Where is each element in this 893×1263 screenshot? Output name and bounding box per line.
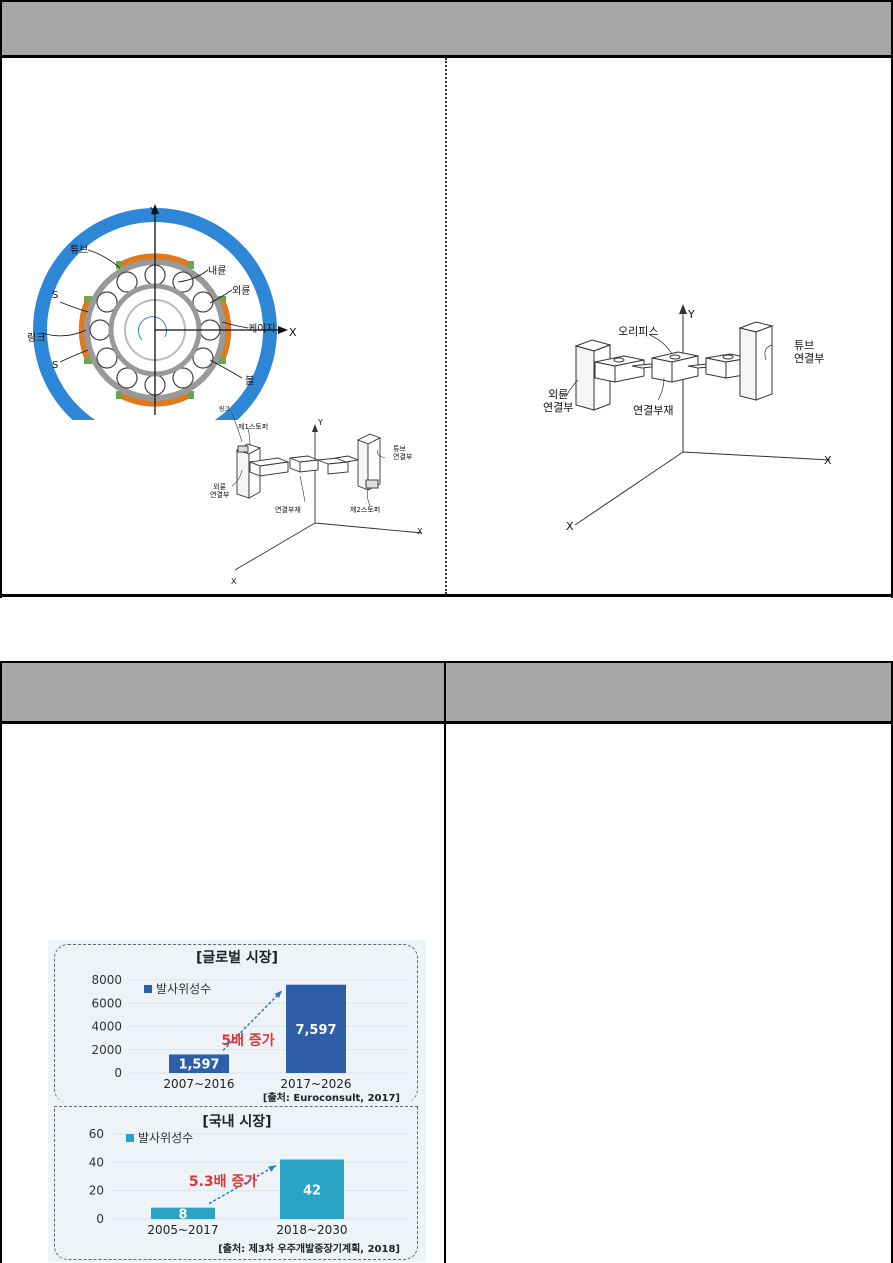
label-small-y: Y	[318, 418, 323, 427]
label-small-x-right: X	[417, 527, 423, 536]
x-tick-label: 2005~2017	[147, 1223, 218, 1237]
table1-top-border	[0, 0, 893, 2]
table1-right-border	[891, 0, 893, 598]
y-tick-label: 2000	[91, 1043, 122, 1057]
label-s-top: S	[52, 290, 59, 301]
global-market-box	[54, 944, 418, 1103]
table2-header-right	[446, 663, 891, 721]
table1-left-border	[0, 0, 2, 598]
label-large-orifice: 오리피스	[618, 325, 659, 338]
legend-label: 발사위성수	[138, 1131, 193, 1145]
y-tick-label: 20	[89, 1184, 104, 1198]
x-tick-label: 2017~2026	[280, 1077, 351, 1091]
bar-value-label: 1,597	[178, 1058, 219, 1073]
global-market-chart: [글로벌 시장] 8000 6000 4000 2000 0 발사위성수 1,597 2007~…	[91, 949, 408, 1104]
label-small-outer-connector: 외륜 연결부	[210, 483, 230, 499]
y-tick-label: 40	[89, 1155, 104, 1169]
growth-annotation: 5.3배 증가	[189, 1174, 257, 1190]
chart-source: [출처: 제3차 우주개발중장기계획, 2018]	[218, 1242, 400, 1255]
y-tick-label: 0	[114, 1066, 122, 1080]
chart-title: [글로벌 시장]	[196, 949, 278, 966]
linkage-diagram-large	[565, 304, 831, 526]
label-outer-ring: 외륜	[232, 286, 251, 297]
y-tick-label: 8000	[91, 973, 122, 987]
label-small-x-bottom: X	[231, 577, 237, 586]
label-large-y: Y	[688, 308, 695, 321]
growth-arrow-head	[274, 990, 282, 999]
label-large-outer-connector: 외륜 연결부	[543, 388, 574, 414]
label-x-axis: X	[289, 326, 297, 339]
label-large-x-bottom: X	[566, 520, 574, 533]
legend-swatch	[126, 1134, 134, 1142]
market-charts-panel: [글로벌 시장] 8000 6000 4000 2000 0 발사위성수 1,597 2007~…	[48, 940, 426, 1262]
bar-value-label: 8	[178, 1207, 187, 1222]
label-small-connecting-member: 연결부재	[275, 506, 301, 514]
label-small-tube-connector: 튜브 연결부	[393, 445, 413, 461]
bar	[286, 984, 346, 1073]
table2-left-border	[0, 661, 2, 1263]
growth-annotation: 5배 증가	[221, 1033, 274, 1049]
bar	[280, 1159, 344, 1219]
linkage-diagram-small	[231, 413, 423, 571]
growth-arrow-head	[268, 1165, 276, 1172]
label-ball: 볼	[245, 376, 255, 387]
bar-value-label: 7,597	[295, 1023, 336, 1038]
y-tick-label: 0	[96, 1212, 104, 1226]
y-tick-label: 4000	[91, 1020, 122, 1034]
label-link: 링크	[27, 333, 46, 344]
table1-dotted-divider	[445, 58, 447, 594]
legend-swatch	[144, 985, 152, 993]
label-small-stopper2: 제2스토퍼	[350, 506, 381, 514]
table2-column-divider	[444, 661, 446, 1263]
x-tick-label: 2007~2016	[163, 1077, 234, 1091]
table1-bottom-border	[0, 594, 893, 597]
table2-top-border	[0, 661, 893, 663]
table1-header-divider	[0, 55, 893, 58]
label-tube: 튜브	[70, 245, 89, 256]
rotation-arrow	[138, 316, 167, 341]
table2-header-left	[2, 663, 444, 721]
s-markers	[84, 261, 226, 399]
table2-header-divider	[0, 721, 893, 724]
bar-value-label: 42	[303, 1183, 321, 1198]
chart-title: [국내 시장]	[202, 1113, 271, 1130]
y-tick-label: 60	[89, 1127, 104, 1141]
bearing-diagram	[33, 204, 288, 420]
bar	[169, 1054, 229, 1073]
bar	[151, 1207, 215, 1219]
label-large-tube-connector: 튜브 연결부	[794, 339, 825, 365]
legend-label: 발사위성수	[156, 982, 211, 996]
growth-arrow	[222, 990, 283, 1051]
label-y-axis: Y	[150, 205, 157, 218]
growth-arrow	[208, 1164, 277, 1205]
label-large-x-right: X	[824, 454, 832, 467]
label-large-connecting-member: 연결부재	[633, 404, 674, 417]
label-small-link: 링크	[219, 406, 231, 413]
table2-right-border	[891, 661, 893, 1263]
x-tick-label: 2018~2030	[276, 1223, 347, 1237]
chart-source: [출처: Euroconsult, 2017]	[263, 1091, 400, 1104]
label-small-stopper1: 제1스토퍼	[238, 423, 269, 431]
label-inner-ring: 내륜	[208, 266, 227, 277]
table1-header	[1, 2, 891, 55]
domestic-market-box	[54, 1106, 418, 1260]
label-s-bottom: S	[52, 360, 59, 371]
y-tick-label: 6000	[91, 996, 122, 1010]
label-cage: 케이지	[248, 324, 276, 335]
